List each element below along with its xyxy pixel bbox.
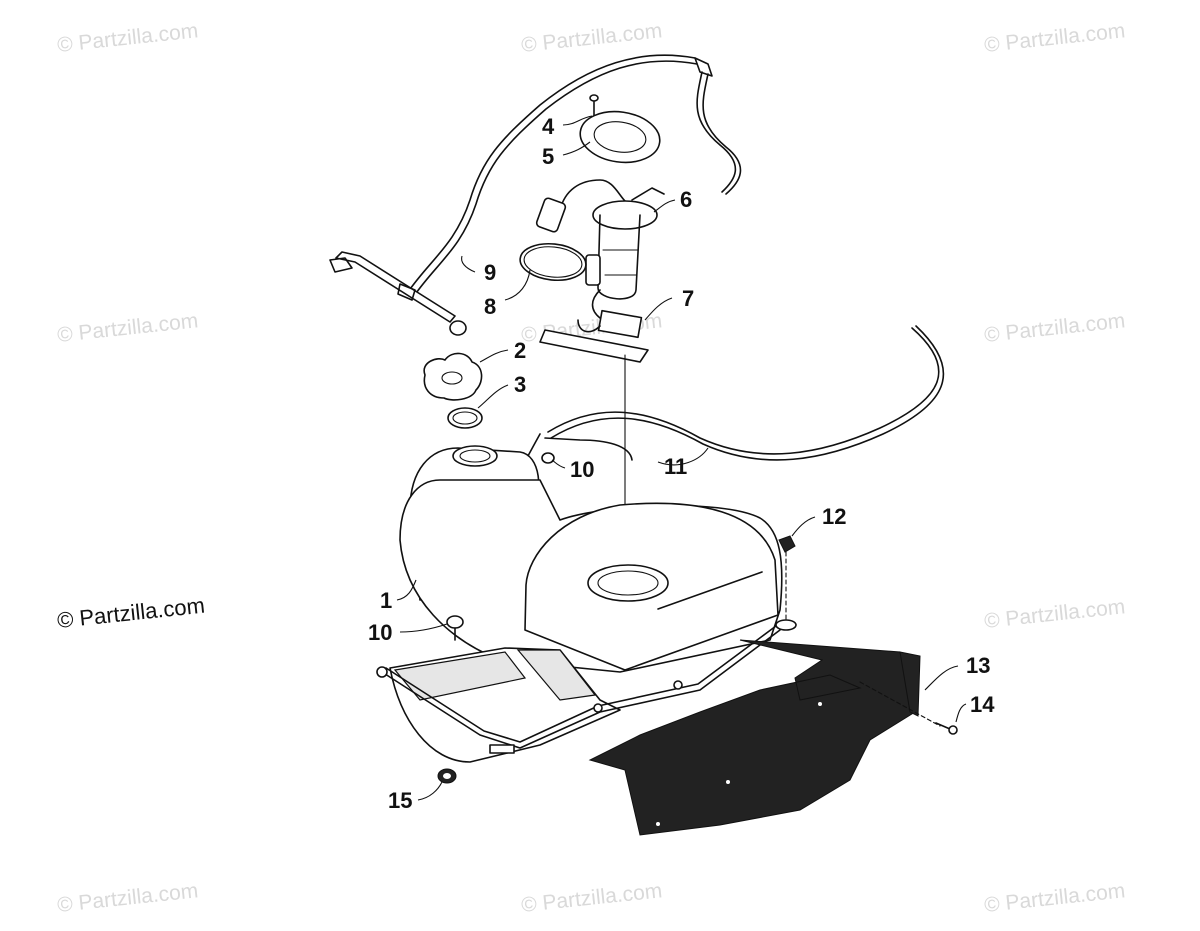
callout-12[interactable]: 12 — [822, 504, 846, 529]
callout-4[interactable]: 4 — [542, 114, 555, 139]
watermark-bottom-center: © Partzilla.com — [520, 879, 663, 917]
part-8-o-ring[interactable] — [518, 241, 587, 284]
part-9-vent-hose[interactable] — [329, 54, 742, 336]
watermark-bottom-left: © Partzilla.com — [56, 879, 199, 917]
part-10-clamp-lower[interactable] — [446, 615, 464, 641]
watermark-top-left: © Partzilla.com — [56, 19, 199, 57]
watermark-mid-left: © Partzilla.com — [56, 309, 199, 347]
watermark-bottom-right: © Partzilla.com — [983, 879, 1126, 917]
part-10-clamp-top[interactable] — [541, 452, 555, 464]
watermark-main: © Partzilla.com — [56, 593, 206, 633]
part-12-push-rivet[interactable] — [775, 535, 797, 631]
callout-10-lower[interactable]: 10 — [368, 620, 392, 645]
callout-8[interactable]: 8 — [484, 294, 496, 319]
callout-13[interactable]: 13 — [966, 653, 990, 678]
callout-7[interactable]: 7 — [682, 286, 694, 311]
callout-11[interactable]: 11 — [664, 454, 687, 479]
callout-5[interactable]: 5 — [542, 144, 554, 169]
callout-9[interactable]: 9 — [484, 260, 496, 285]
leader-lines — [396, 115, 967, 801]
part-1-fuel-tank[interactable] — [376, 445, 783, 763]
part-3-seal-ring[interactable] — [447, 407, 483, 429]
watermark-top-center: © Partzilla.com — [520, 19, 663, 57]
watermark-mid-right: © Partzilla.com — [983, 309, 1126, 347]
callout-3[interactable]: 3 — [514, 372, 526, 397]
callout-6[interactable]: 6 — [680, 187, 692, 212]
part-13-heat-shield[interactable] — [588, 639, 941, 836]
callout-15[interactable]: 15 — [388, 788, 412, 813]
part-5-gasket-plate[interactable] — [577, 107, 663, 168]
callout-1[interactable]: 1 — [380, 588, 392, 613]
callout-10-top[interactable]: 10 — [570, 457, 594, 482]
callout-2[interactable]: 2 — [514, 338, 526, 363]
callout-numbers: 4 5 6 9 8 7 2 3 10 11 12 1 10 13 14 15 — [368, 114, 995, 813]
watermark-lower-right: © Partzilla.com — [983, 595, 1126, 633]
watermark-top-right: © Partzilla.com — [983, 19, 1126, 57]
part-14-screw[interactable] — [935, 722, 958, 735]
part-7-sender-bracket[interactable] — [539, 309, 649, 576]
callout-14[interactable]: 14 — [970, 692, 995, 717]
part-15-grommet[interactable] — [437, 768, 457, 784]
part-6-fuel-pump[interactable] — [535, 179, 665, 321]
part-2-fuel-cap[interactable] — [423, 352, 483, 401]
